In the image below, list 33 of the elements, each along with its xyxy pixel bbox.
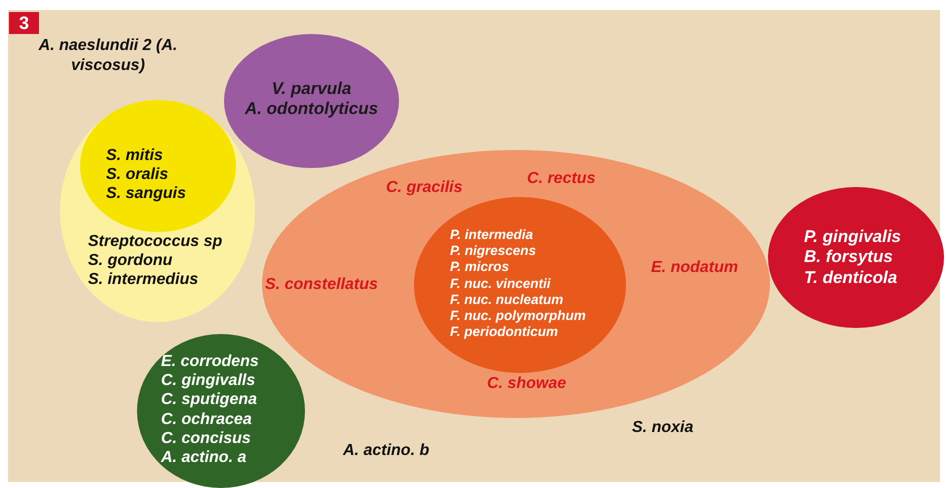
species-name: F. nuc. vincentii — [450, 276, 552, 292]
species-name: S. gordonu — [88, 251, 174, 270]
species-name: A. naeslundii 2 (A. viscosus) — [38, 36, 178, 76]
species-name: P. nigrescens — [450, 243, 538, 260]
species-name: T. denticola — [804, 268, 898, 288]
species-name: Streptococcus sp — [88, 232, 222, 252]
species-name: B. forsytus — [804, 247, 894, 268]
species-name: C. gracilis — [386, 178, 462, 198]
species-name: F. nuc. polymorphum — [450, 308, 586, 324]
species-name: S. noxia — [632, 419, 694, 437]
species-name: P. intermedia — [450, 227, 534, 244]
species-name: E. corrodens — [161, 352, 259, 372]
species-name: V. parvula — [272, 79, 352, 100]
figure-number-badge: 3 — [9, 12, 39, 34]
species-name: C. sputigena — [161, 390, 258, 410]
species-name: S. sanguis — [106, 184, 186, 204]
species-name: S. intermedius — [88, 270, 200, 290]
species-name: S. constellatus — [265, 275, 378, 294]
species-name: A. odontolyticus — [244, 99, 378, 120]
species-name: F. periodonticum — [450, 324, 559, 340]
species-name: A. actino. b — [343, 442, 430, 460]
species-name: S. mitis — [106, 146, 164, 166]
species-name: S. oralis — [106, 165, 170, 184]
species-name: C. showae — [487, 374, 566, 394]
species-name: P. gingivalis — [804, 227, 902, 248]
species-name: C. gingivalls — [161, 371, 256, 390]
species-name: E. nodatum — [651, 258, 738, 278]
species-name: C. concisus — [161, 428, 252, 448]
species-name: C. ochracea — [161, 410, 253, 429]
species-name: C. rectus — [527, 169, 596, 188]
species-name: P. micros — [450, 259, 510, 276]
species-name: A. actino. a — [161, 448, 248, 468]
species-name: F. nuc. nucleatum — [450, 292, 564, 308]
